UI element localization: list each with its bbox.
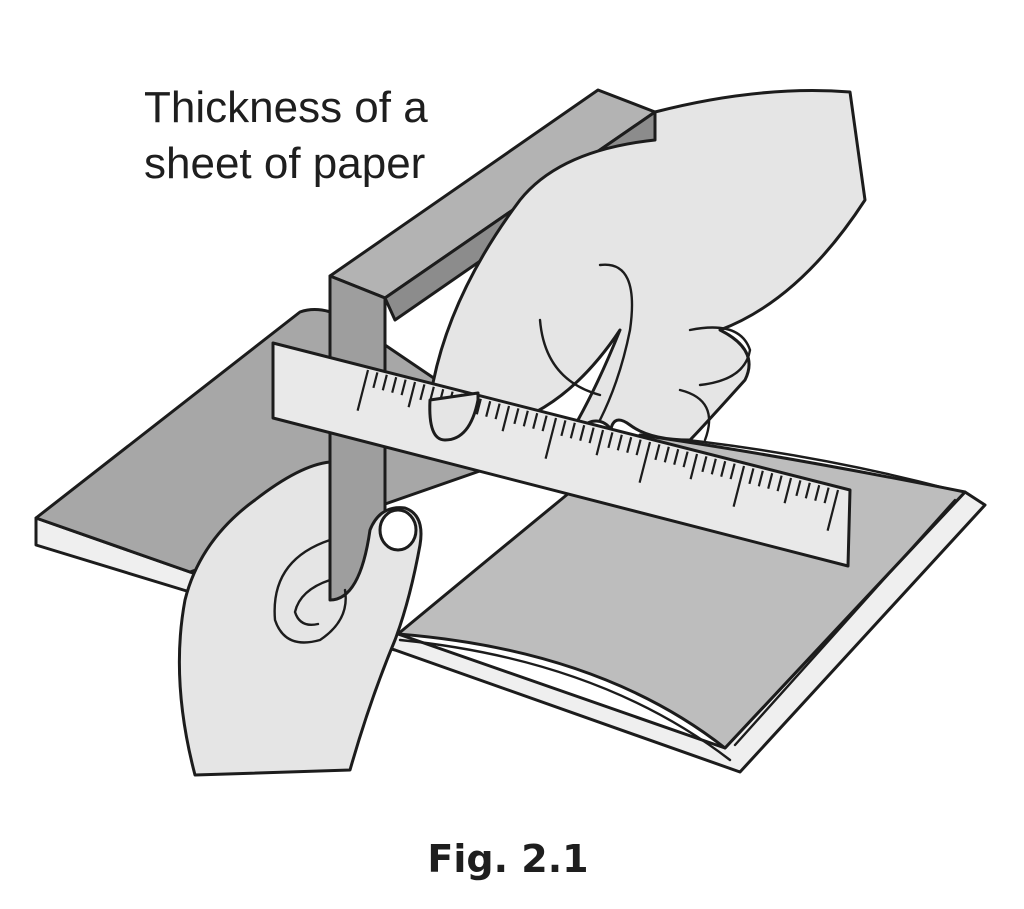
ruler-tick [579,424,586,441]
ruler-tick [635,439,642,456]
ruler-tick [663,446,670,463]
ruler-tick [795,480,802,497]
ruler-tick [826,489,840,531]
ruler-tick [407,381,417,408]
ruler-tick [732,465,746,507]
ruler-tick [475,398,482,415]
ruler-tick [776,475,783,492]
left-hand [177,460,423,777]
left-hand-body [177,460,423,777]
ruler-tick [757,470,764,487]
ruler-tick [419,384,426,401]
ruler-tick [804,482,811,499]
ruler-tick [595,429,605,456]
ruler-tick [544,417,558,459]
ruler-tick [720,460,727,477]
ruler-tick [607,432,614,449]
ruler-tick [400,379,407,396]
ruler-tick [485,400,492,417]
ruler-tick [513,408,520,425]
label-line-2: sheet of paper [144,139,425,188]
ruler-tick [682,451,689,468]
ruler-tick [356,369,370,411]
ruler-tick [710,458,717,475]
ruler-tick [541,415,548,432]
ruler-tick [381,374,388,391]
ruler-tick [588,427,595,444]
label-line-1: Thickness of a [144,83,428,132]
ruler-tick [783,477,793,504]
ruler-tick [569,422,576,439]
ruler-tick [391,376,398,393]
ruler-tick [767,472,774,489]
ruler-ticks [356,369,840,531]
ruler-tick [823,487,830,504]
ruler-tick [501,405,511,432]
ruler-tick [532,412,539,429]
ruler-tick [616,434,623,451]
ruler-tick [372,372,379,389]
ruler-tick [673,448,680,465]
left-thumbnail [378,508,418,552]
ruler-tick [638,441,652,483]
right-index-finger [428,391,480,442]
ruler-tick [494,403,501,420]
ruler-tick [729,463,736,480]
ruler-tick [560,420,567,437]
ruler-body [271,341,852,568]
ruler-tick [689,453,699,480]
ruler-tick [701,456,708,473]
ruler-tick [522,410,529,427]
figure-caption: Fig. 2.1 [427,837,588,881]
ruler-tick [654,444,661,461]
ruler-tick [626,436,633,453]
ruler-tick [748,468,755,485]
ruler-tick [814,484,821,501]
ruler [271,341,852,568]
